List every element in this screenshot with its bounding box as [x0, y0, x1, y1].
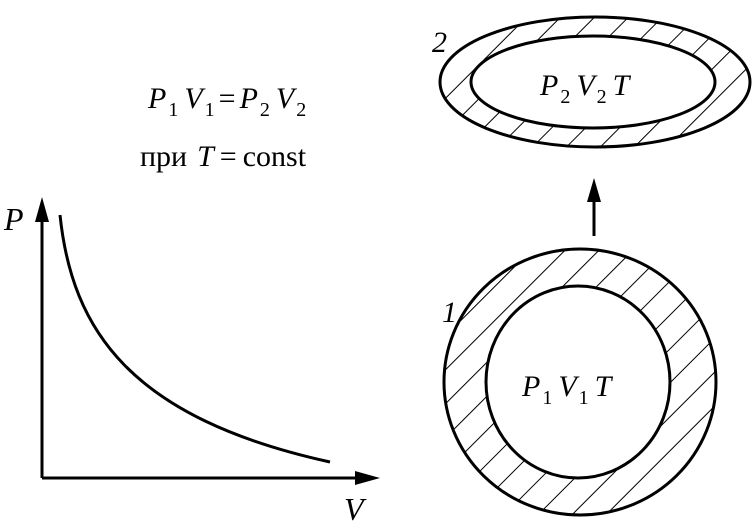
state-1-number: 1 — [442, 296, 457, 329]
x-axis-label: V — [344, 491, 367, 527]
pv-graph: P V — [3, 197, 380, 527]
state-2-number: 2 — [432, 26, 447, 59]
transition-arrow — [587, 178, 601, 236]
isotherm-curve — [58, 214, 331, 464]
y-axis-label: P — [3, 201, 24, 237]
y-axis-arrowhead — [35, 197, 49, 222]
x-axis-arrowhead — [355, 471, 380, 485]
